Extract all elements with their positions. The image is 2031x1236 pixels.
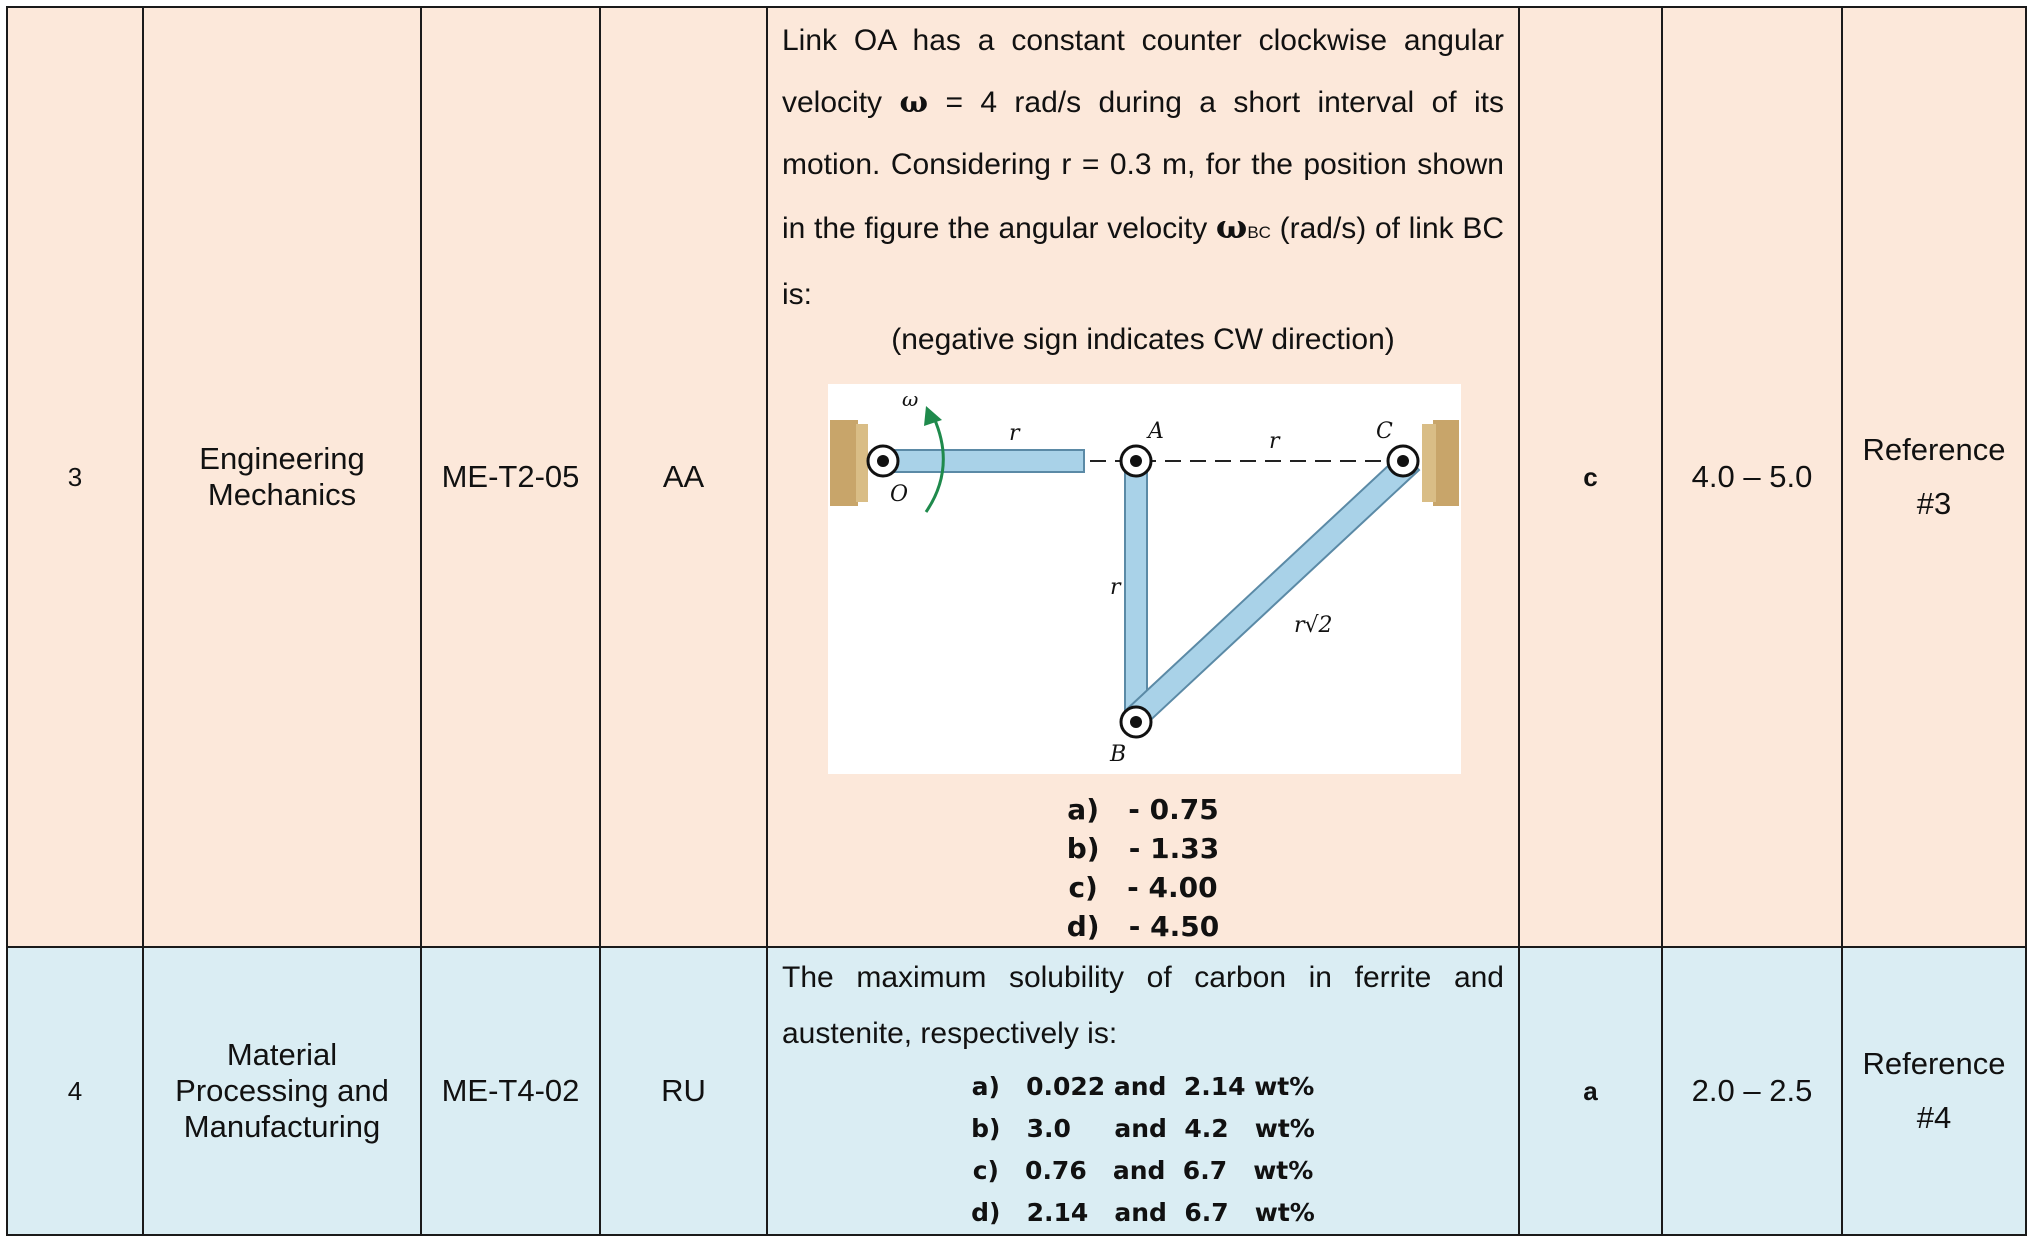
level-cell: RU [599,946,768,1236]
code-cell: ME-T2-05 [420,6,601,948]
right-support [1433,420,1459,506]
question-text: Link OA has a constant counter clockwise… [782,24,1504,311]
answer-cell: a [1518,946,1663,1236]
reference-cell: Reference #3 [1841,6,2027,948]
pin-b [1119,705,1153,739]
subject-cell: Material Processing and Manufacturing [142,946,422,1236]
label-r-ac: r [1269,429,1281,454]
label-omega: ω [902,387,918,411]
time-cell: 2.0 – 2.5 [1661,946,1843,1236]
answer-cell: c [1518,6,1663,948]
label-c: C [1376,419,1393,444]
row-number: 3 [6,6,144,948]
subject-cell: Engineering Mechanics [142,6,422,948]
table-row: 3 Engineering Mechanics ME-T2-05 AA Link… [6,6,2027,948]
omega-bc-symbol: ω [1215,207,1248,246]
question-cell: The maximum solubility of carbon in ferr… [766,946,1520,1236]
label-a: A [1146,419,1164,444]
option-b: b) 3.0 and 4.2 wt% [971,1114,1315,1143]
code-cell: ME-T4-02 [420,946,601,1236]
label-o: O [890,482,908,507]
label-r-ab: r [1110,575,1122,600]
option-d: d) - 4.50 [1066,910,1220,943]
question-table: 3 Engineering Mechanics ME-T2-05 AA Link… [6,6,2027,1236]
mechanism-figure: ω r A r C O r r√2 B [828,384,1461,774]
answer-options: a) - 0.75 b) - 1.33 c) - 4.00 d) - 4.50 [782,790,1504,946]
label-r-bc: r√2 [1294,613,1333,638]
reference-cell: Reference #4 [1841,946,2027,1236]
option-d: d) 2.14 and 6.7 wt% [971,1198,1315,1227]
level-cell: AA [599,6,768,948]
table-row: 4 Material Processing and Manufacturing … [6,946,2027,1236]
question-note: (negative sign indicates CW direction) [891,323,1395,356]
label-r-oa: r [1009,421,1021,446]
link-ab [1124,461,1148,719]
pin-a [1119,444,1153,478]
pin-o [866,444,900,478]
omega-symbol: ω [899,85,929,120]
option-a: a) - 0.75 [1067,793,1219,826]
label-b: B [1109,742,1126,767]
time-cell: 4.0 – 5.0 [1661,6,1843,948]
omega-arrow-icon [924,417,945,513]
option-c: c) 0.76 and 6.7 wt% [972,1156,1314,1185]
option-c: c) - 4.00 [1068,871,1218,904]
four-bar-linkage-diagram: ω r A r C O r r√2 B [830,387,1459,767]
option-b: b) - 1.33 [1066,832,1220,865]
link-oa [881,449,1085,473]
row-number: 4 [6,946,144,1236]
link-bc [1124,450,1421,730]
option-a: a) 0.022 and 2.14 wt% [971,1072,1315,1101]
answer-options: a) 0.022 and 2.14 wt% b) 3.0 and 4.2 wt%… [782,1066,1504,1234]
question-text: The maximum solubility of carbon in ferr… [782,961,1504,1050]
pin-c [1386,444,1420,478]
question-cell: Link OA has a constant counter clockwise… [766,6,1520,948]
left-support [830,420,858,506]
